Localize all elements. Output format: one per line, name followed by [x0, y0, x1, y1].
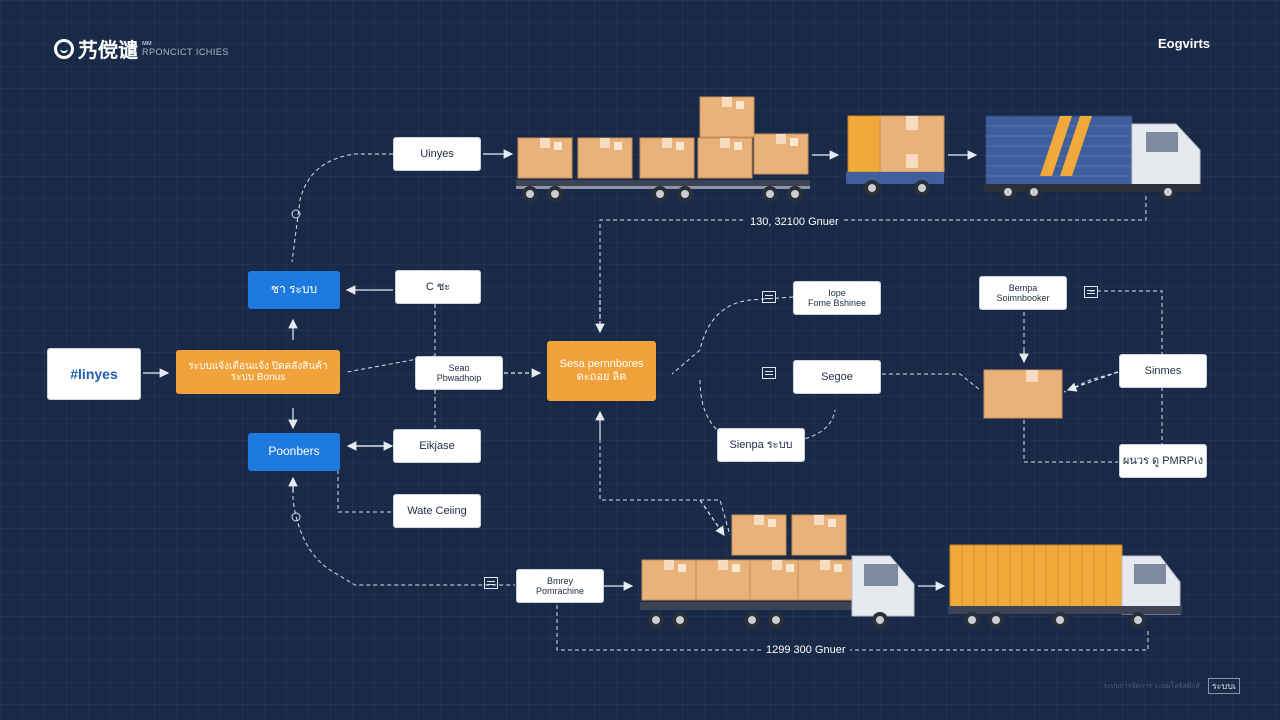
document-icon	[1084, 286, 1098, 298]
node-blue-bottom[interactable]: Poonbers	[248, 433, 340, 471]
node-blue-top-label: ชา ระบบ	[270, 282, 318, 297]
flow-label-top: 130, 32100 Gnuer	[746, 216, 843, 228]
document-icon	[762, 367, 776, 379]
node-input-label: #linyes	[70, 365, 118, 382]
node-brempa-line2: Soimnbooker	[996, 293, 1050, 303]
node-uinyes-label: Uinyes	[420, 147, 454, 160]
node-orange-left-label: ระบบแจ้งเตือนแจ้ง ปิดคลังสินค้า ระบบ Bon…	[188, 360, 328, 384]
node-ekiso-label: Eikjase	[419, 439, 455, 452]
node-uinyes[interactable]: Uinyes	[393, 137, 481, 171]
node-brempa-line1: Bempa	[1008, 282, 1038, 293]
footer: ระบบการจัดการ ระบบโลจิสติกส์ ระบบเ	[1103, 678, 1240, 694]
node-blue-bottom-label: Poonbers	[268, 444, 320, 459]
document-icon	[762, 291, 776, 303]
brand-subtitle: RPONCICT ICHIES	[142, 47, 229, 57]
node-tope-line1: Iope	[828, 287, 846, 298]
flow-label-bottom: 1299 300 Gnuer	[762, 644, 850, 656]
footer-right: ระบบเ	[1207, 678, 1240, 694]
brand: 艿傥谴 ᴍᴍ RPONCICT ICHIES	[54, 34, 229, 63]
node-input[interactable]: #linyes	[47, 348, 141, 400]
node-segoe[interactable]: Segoe	[793, 360, 881, 394]
node-sinmes[interactable]: Sinmes	[1119, 354, 1207, 388]
node-orange-left[interactable]: ระบบแจ้งเตือนแจ้ง ปิดคลังสินค้า ระบบ Bon…	[176, 350, 340, 394]
document-icon	[484, 577, 498, 589]
brand-name: 艿傥谴	[78, 40, 138, 62]
node-ekiso[interactable]: Eikjase	[393, 429, 481, 463]
logo-icon	[54, 38, 74, 59]
node-seao-line1: Seao	[448, 362, 470, 373]
node-orange-center-label: Sesa pernnbores ดะถอย ลิต	[559, 358, 644, 383]
node-blue-top[interactable]: ชา ระบบ	[248, 271, 340, 309]
node-sienpa[interactable]: Sienpa ระบบ	[717, 428, 805, 462]
node-sinmes-label: Sinmes	[1144, 364, 1182, 377]
footer-left: ระบบการจัดการ ระบบโลจิสติกส์	[1103, 682, 1200, 690]
node-wiesbemp[interactable]: ผนวร ดู PMRPเง	[1119, 444, 1207, 478]
node-orange-center[interactable]: Sesa pernnbores ดะถอย ลิต	[547, 341, 656, 401]
brand-subtitle-block: ᴍᴍ RPONCICT ICHIES	[142, 40, 229, 57]
node-wate[interactable]: Wate Ceiing	[393, 494, 481, 528]
top-right-label: Eogvirts	[1157, 36, 1210, 51]
node-segoe-label: Segoe	[821, 370, 853, 383]
brand-sub-top: ᴍᴍ	[142, 40, 152, 47]
node-c-doc[interactable]: C ชะ	[395, 270, 481, 304]
node-c-doc-label: C ชะ	[425, 280, 451, 293]
node-bottom-line2: Pomrachine	[535, 586, 585, 596]
node-tope-line2: Fome Bshinee	[807, 298, 867, 308]
node-bottom-line1: Bmrey	[546, 575, 573, 586]
node-wate-label: Wate Ceiing	[407, 504, 467, 517]
node-sienpa-label: Sienpa ระบบ	[729, 438, 793, 451]
node-seao-line2: Pbwadhoip	[436, 373, 482, 383]
node-wiesbemp-label: ผนวร ดู PMRPเง	[1122, 454, 1204, 467]
